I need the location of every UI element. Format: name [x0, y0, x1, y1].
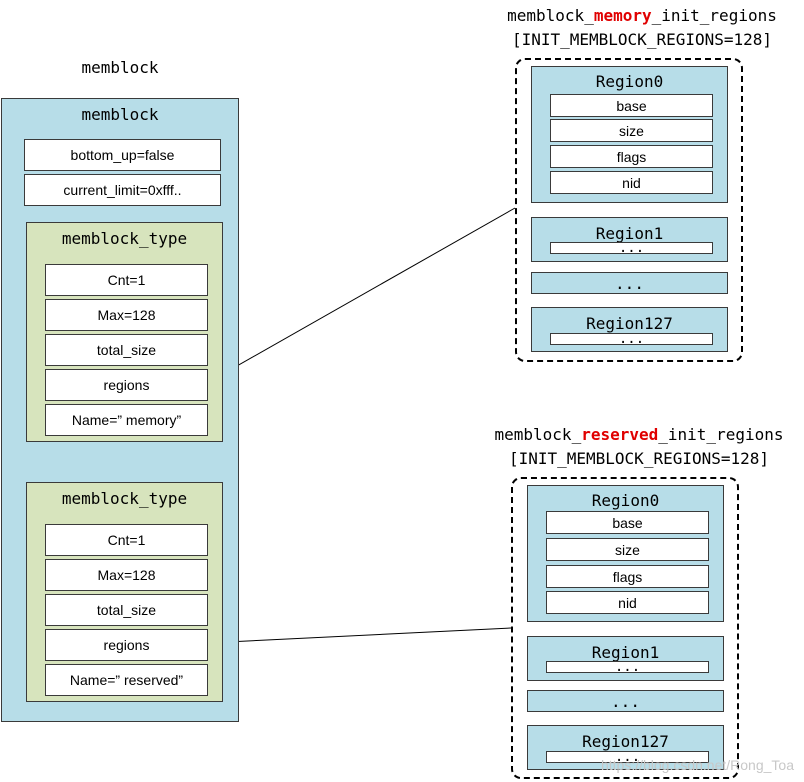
flags-field: flags	[546, 565, 709, 588]
title-prefix: memblock_	[494, 425, 582, 444]
region-title: Region0	[595, 72, 664, 91]
region0: Region0 base size flags nid	[527, 485, 724, 622]
memblock-struct: memblock bottom_up=false current_limit=0…	[1, 98, 239, 722]
region0: Region0 base size flags nid	[531, 66, 728, 203]
region-inner-ellipsis: ...	[546, 661, 709, 673]
total-size-field: total_size	[45, 594, 208, 626]
region1: Region1 ...	[527, 636, 724, 681]
base-field: base	[546, 511, 709, 534]
base-field: base	[550, 94, 713, 117]
reserved-regions-connector	[206, 627, 512, 644]
title-highlight: memory	[593, 6, 652, 25]
bottom-up-field: bottom_up=false	[24, 139, 221, 171]
total-size-field: total_size	[45, 334, 208, 366]
title-highlight: reserved	[581, 425, 659, 444]
nid-field: nid	[546, 591, 709, 614]
region-title: Region1	[591, 643, 660, 662]
region-inner-ellipsis: ...	[546, 751, 709, 763]
memblock-caption: memblock	[81, 58, 159, 77]
region-inner-ellipsis: ...	[550, 242, 713, 254]
region-title: Region1	[595, 224, 664, 243]
regions-ellipsis: ...	[531, 272, 728, 294]
title-suffix: _init_regions	[658, 425, 784, 444]
regions-field: regions	[45, 629, 208, 661]
flags-field: flags	[550, 145, 713, 168]
regions-field: regions	[45, 369, 208, 401]
cnt-field: Cnt=1	[45, 264, 208, 296]
region-title: Region0	[591, 491, 660, 510]
max-field: Max=128	[45, 559, 208, 591]
region-inner-ellipsis: ...	[550, 333, 713, 345]
name-field: Name=” memory”	[45, 404, 208, 436]
size-field: size	[546, 538, 709, 561]
region127: Region127 ...	[531, 307, 728, 352]
current-limit-field: current_limit=0xfff..	[24, 174, 221, 206]
title-prefix: memblock_	[507, 6, 594, 25]
nid-field: nid	[550, 171, 713, 194]
reserved-regions-title: memblock_reserved_init_regions	[474, 425, 804, 444]
memory-regions-array: Region0 base size flags nid Region1 ... …	[515, 58, 743, 362]
size-field: size	[550, 119, 713, 142]
max-field: Max=128	[45, 299, 208, 331]
region127: Region127 ...	[527, 725, 724, 770]
memblock-title: memblock	[81, 105, 159, 124]
reserved-regions-array: Region0 base size flags nid Region1 ... …	[511, 477, 739, 779]
memory-regions-title: memblock_memory_init_regions	[480, 6, 804, 25]
memblock-type-reserved: memblock_type Cnt=1 Max=128 total_size r…	[26, 482, 223, 702]
title-suffix: _init_regions	[651, 6, 777, 25]
reserved-regions-subtitle: [INIT_MEMBLOCK_REGIONS=128]	[508, 449, 770, 468]
regions-ellipsis: ...	[527, 690, 724, 712]
memblock-type-memory: memblock_type Cnt=1 Max=128 total_size r…	[26, 222, 223, 442]
watermark: https://blog.csdn.net/Rong_Toa	[600, 757, 794, 773]
memblock-type-title: memblock_type	[61, 229, 188, 248]
region1: Region1 ...	[531, 217, 728, 262]
cnt-field: Cnt=1	[45, 524, 208, 556]
region-title: Region127	[586, 314, 673, 333]
name-field: Name=” reserved”	[45, 664, 208, 696]
memory-regions-connector	[206, 207, 516, 384]
region-title: Region127	[582, 732, 669, 751]
memory-regions-subtitle: [INIT_MEMBLOCK_REGIONS=128]	[511, 30, 773, 49]
memblock-type-title: memblock_type	[61, 489, 188, 508]
